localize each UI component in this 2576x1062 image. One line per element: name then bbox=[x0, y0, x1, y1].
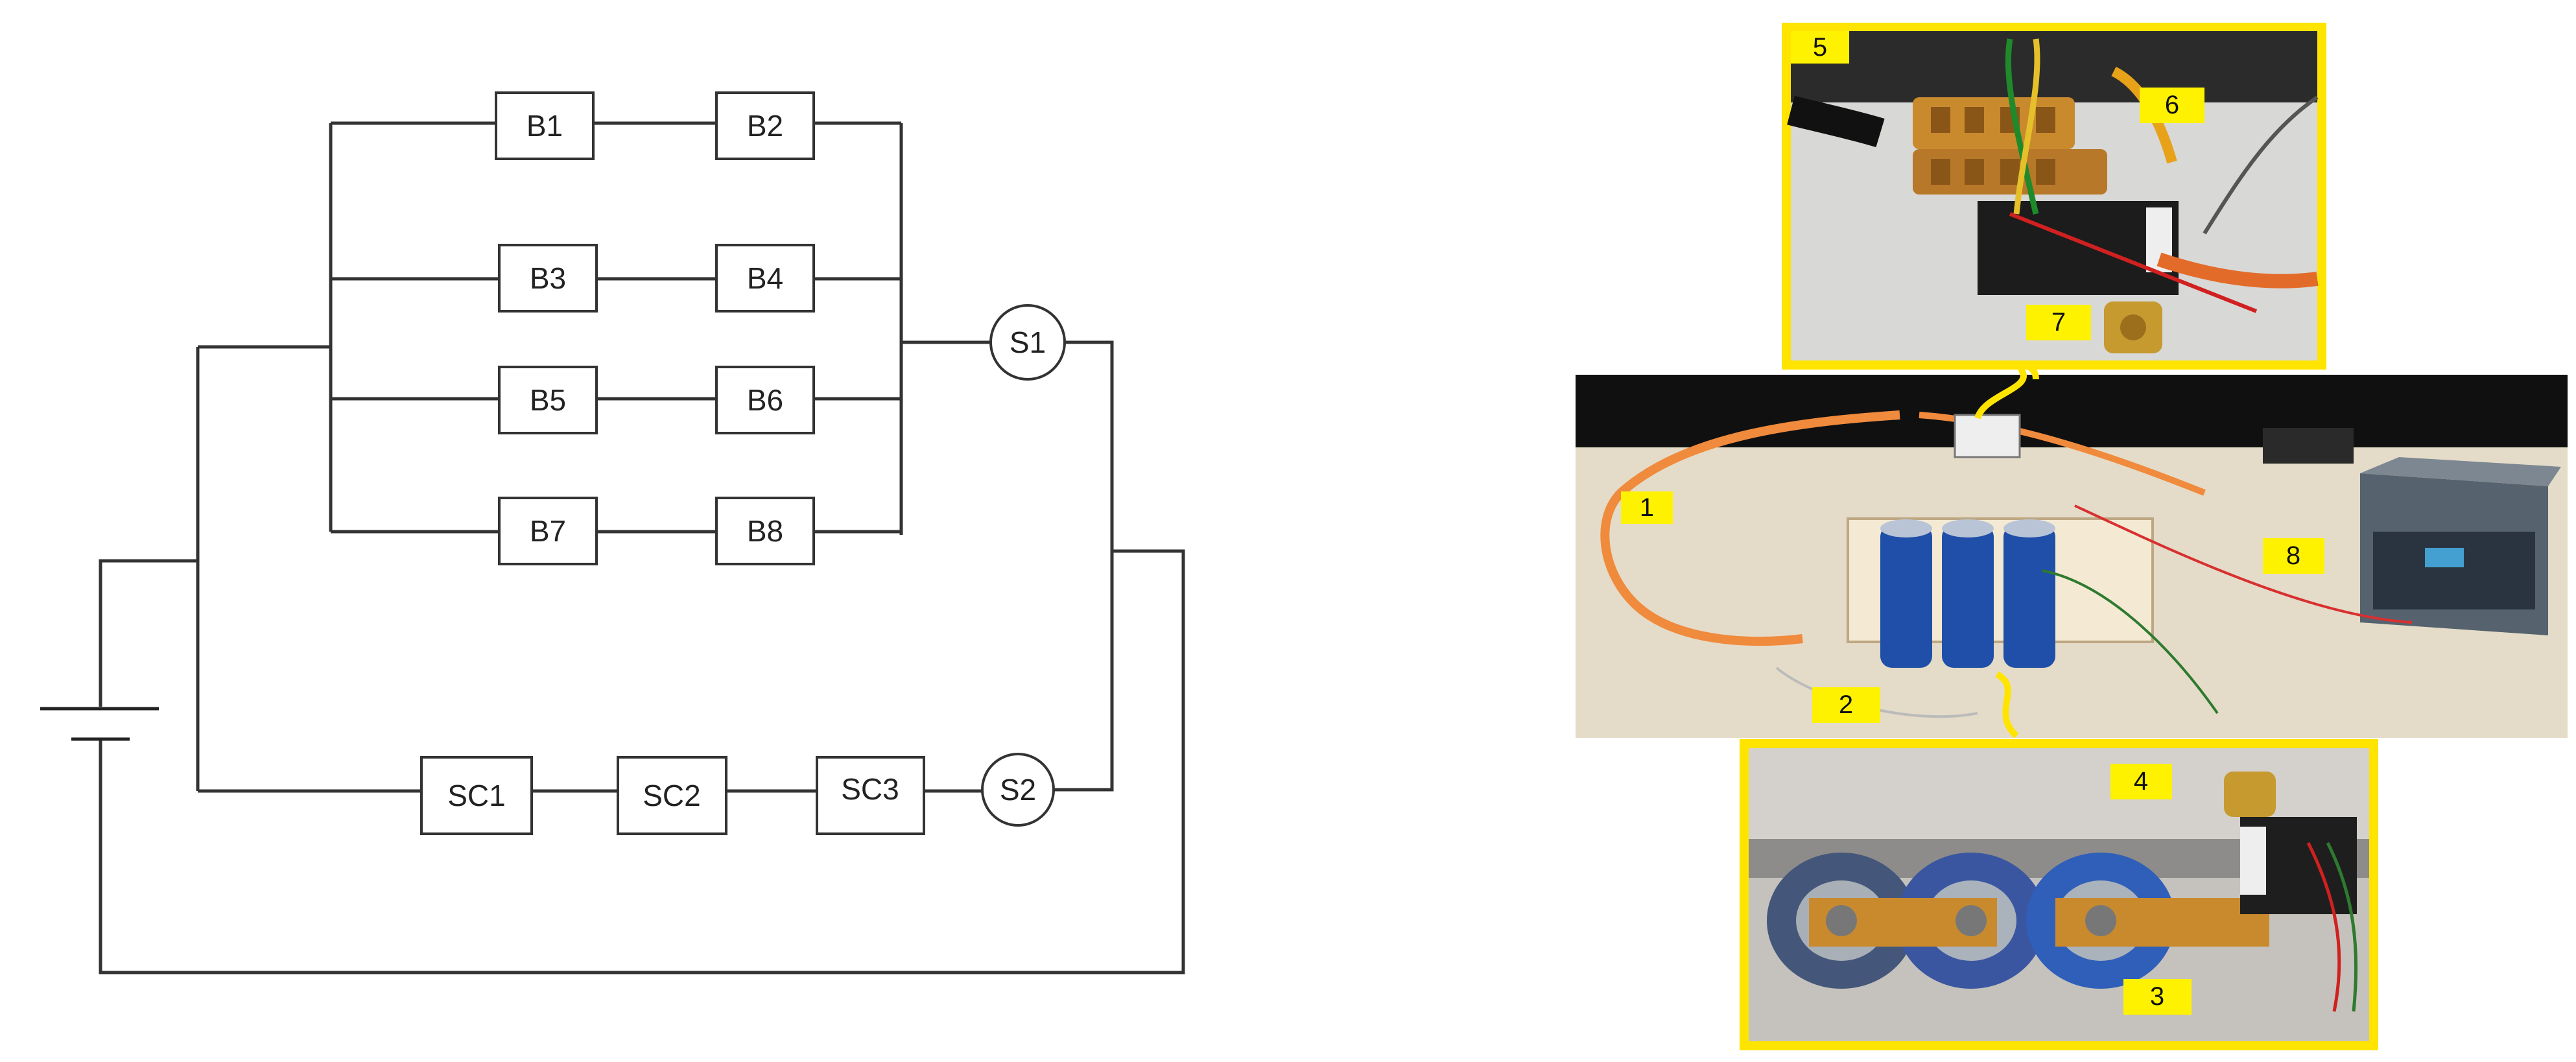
battery-b1 bbox=[495, 91, 595, 160]
arrow-top bbox=[1974, 362, 2039, 419]
supercap-sc1 bbox=[420, 756, 533, 835]
label-b1: B1 bbox=[526, 109, 563, 143]
marker-6: 6 bbox=[2140, 88, 2204, 123]
marker-4-label: 4 bbox=[2134, 767, 2148, 796]
label-s2: S2 bbox=[1000, 773, 1036, 807]
marker-7: 7 bbox=[2026, 305, 2091, 340]
supercap-sc2 bbox=[617, 756, 727, 835]
wire-s1-out bbox=[1054, 340, 1114, 792]
marker-6-label: 6 bbox=[2165, 91, 2179, 119]
inset-bottom bbox=[1740, 739, 2378, 1050]
wire-battery-top bbox=[99, 559, 198, 707]
marker-5: 5 bbox=[1791, 31, 1849, 64]
marker-3: 3 bbox=[2123, 979, 2192, 1015]
photo-markers: 1 2 3 4 5 6 7 8 bbox=[1621, 31, 2324, 1015]
marker-3-label: 3 bbox=[2150, 982, 2164, 1011]
main-setup-photo bbox=[1576, 375, 2568, 738]
arrow-bottom bbox=[1995, 671, 2019, 738]
battery-b3 bbox=[498, 244, 598, 313]
marker-4: 4 bbox=[2110, 764, 2172, 799]
battery-b7 bbox=[498, 497, 598, 565]
experimental-setup-photo: 1 2 3 4 5 6 7 8 bbox=[1576, 23, 2568, 1050]
circuit-wires bbox=[99, 121, 1185, 974]
label-b6: B6 bbox=[747, 383, 783, 417]
label-b8: B8 bbox=[747, 514, 783, 548]
inset-top bbox=[1782, 23, 2326, 370]
marker-1: 1 bbox=[1621, 491, 1673, 524]
switch-s1 bbox=[989, 304, 1066, 381]
label-s1: S1 bbox=[1010, 325, 1046, 359]
battery-b4 bbox=[715, 244, 815, 313]
wire-return-bottom bbox=[99, 549, 1185, 974]
marker-1-label: 1 bbox=[1640, 493, 1654, 522]
component-labels: B1 B2 B3 B4 B5 B6 B7 B8 SC1 SC2 SC3 S1 S… bbox=[447, 109, 1046, 812]
battery-b6 bbox=[715, 366, 815, 434]
label-sc3: SC3 bbox=[841, 772, 899, 806]
label-b3: B3 bbox=[530, 261, 566, 295]
switches bbox=[981, 304, 1066, 827]
label-b2: B2 bbox=[747, 109, 783, 143]
battery-bank bbox=[420, 91, 925, 835]
label-b7: B7 bbox=[530, 514, 566, 548]
marker-8: 8 bbox=[2263, 538, 2324, 574]
supercap-sc3 bbox=[816, 756, 925, 835]
label-b4: B4 bbox=[747, 261, 783, 295]
battery-b8 bbox=[715, 497, 815, 565]
marker-5-label: 5 bbox=[1813, 33, 1827, 62]
label-b5: B5 bbox=[530, 383, 566, 417]
label-sc1: SC1 bbox=[447, 779, 505, 812]
circuit-diagram: B1 B2 B3 B4 B5 B6 B7 B8 SC1 SC2 SC3 S1 S… bbox=[40, 91, 1185, 974]
marker-2: 2 bbox=[1812, 687, 1880, 723]
label-sc2: SC2 bbox=[643, 779, 700, 812]
switch-s2 bbox=[981, 753, 1055, 827]
marker-2-label: 2 bbox=[1839, 690, 1853, 719]
battery-symbol bbox=[40, 707, 159, 741]
battery-b5 bbox=[498, 366, 598, 434]
marker-8-label: 8 bbox=[2286, 541, 2300, 570]
battery-b2 bbox=[715, 91, 815, 160]
marker-7-label: 7 bbox=[2051, 308, 2066, 336]
